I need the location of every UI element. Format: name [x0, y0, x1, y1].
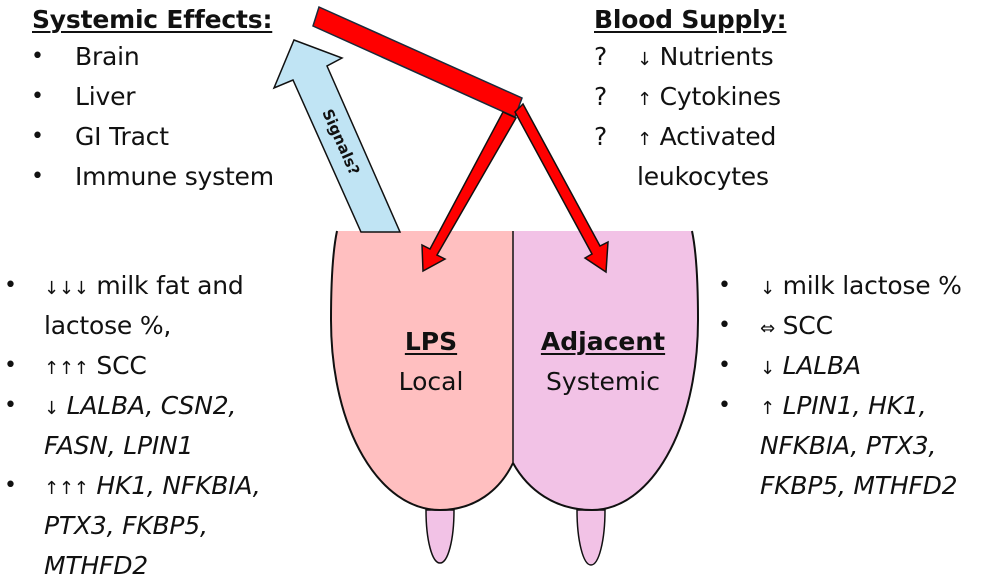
direction-arrow-icon: ↑ — [637, 89, 652, 110]
lps-label: LPS Local — [370, 322, 492, 402]
bullet-icon: • — [4, 273, 17, 298]
bullet-icon: • — [718, 353, 731, 378]
lps-effect-item: ↓↓↓ milk fat and — [44, 266, 244, 309]
lps-effect-item: ↓ LALBA, CSN2, — [44, 386, 236, 429]
uncertain-marker: ? — [594, 82, 608, 111]
adjacent-effect-item: ↑ LPIN1, HK1, — [760, 386, 927, 429]
adjacent-effect-text: SCC — [774, 311, 833, 340]
uncertain-marker: ? — [594, 122, 608, 151]
systemic-effects-heading: Systemic Effects: — [32, 5, 273, 34]
blood-supply-item-text: Activated — [651, 122, 777, 151]
systemic-effect-item: Brain — [75, 42, 140, 71]
bullet-icon: • — [31, 44, 44, 69]
blood-supply-item-text: Cytokines — [651, 82, 781, 111]
adjacent-effect-text: LALBA — [774, 351, 861, 380]
lps-quarter-outline — [329, 230, 514, 512]
systemic-effect-item: Immune system — [75, 162, 274, 191]
bullet-icon: • — [4, 473, 17, 498]
direction-arrow-icon: ↓ — [760, 278, 775, 299]
lps-effect-item: ↑↑↑ HK1, NFKBIA, — [44, 466, 261, 509]
blood-supply-item: ↑ Activated — [637, 117, 776, 160]
lps-effect-text: HK1, NFKBIA, — [88, 471, 261, 500]
adjacent-effect-continuation: FKBP5, MTHFD2 — [760, 471, 958, 500]
blood-supply-item-continuation: leukocytes — [637, 162, 769, 191]
adjacent-effect-item: ↓ milk lactose % — [760, 266, 962, 309]
lps-effect-text: SCC — [88, 351, 147, 380]
direction-arrow-icon: ↑↑↑ — [44, 358, 89, 379]
direction-arrow-icon: ↑ — [760, 398, 775, 419]
blood-supply-item-text: Nutrients — [651, 42, 774, 71]
adjacent-quarter — [513, 231, 698, 510]
lps-subtitle: Local — [398, 367, 464, 396]
adjacent-quarter-outline — [512, 230, 700, 512]
lps-quarter — [331, 231, 513, 510]
lps-effect-text: LALBA, CSN2, — [58, 391, 237, 420]
bullet-icon: • — [31, 164, 44, 189]
adjacent-effect-item: ↓ LALBA — [760, 346, 861, 389]
lps-effect-continuation: PTX3, FKBP5, — [44, 511, 208, 540]
bullet-icon: • — [31, 84, 44, 109]
adjacent-effect-text: LPIN1, HK1, — [774, 391, 927, 420]
bullet-icon: • — [4, 353, 17, 378]
adjacent-teat — [576, 509, 606, 566]
signal-arrow — [272, 39, 402, 233]
lps-effect-continuation: lactose %, — [44, 311, 172, 340]
adjacent-effect-continuation: NFKBIA, PTX3, — [760, 431, 937, 460]
direction-arrow-icon: ↓↓↓ — [44, 278, 89, 299]
direction-arrow-icon: ↓ — [44, 398, 59, 419]
blood-supply-item: ↑ Cytokines — [637, 77, 781, 120]
lps-teat — [425, 509, 455, 564]
lps-effect-continuation: FASN, LPIN1 — [44, 431, 194, 460]
adjacent-effect-text: milk lactose % — [774, 271, 962, 300]
blood-supply-bar — [312, 5, 523, 119]
direction-arrow-icon: ↓ — [760, 358, 775, 379]
red-arrow-to-adjacent — [514, 102, 609, 274]
blood-supply-heading: Blood Supply: — [594, 5, 787, 34]
adjacent-title: Adjacent — [540, 327, 666, 356]
lps-effect-continuation: MTHFD2 — [44, 551, 148, 580]
bullet-icon: • — [31, 124, 44, 149]
direction-arrow-icon: ↑ — [637, 129, 652, 150]
lps-effect-text: milk fat and — [88, 271, 244, 300]
systemic-effect-item: Liver — [75, 82, 136, 111]
red-arrow-to-lps — [421, 111, 518, 273]
systemic-effect-item: GI Tract — [75, 122, 169, 151]
bullet-icon: • — [718, 313, 731, 338]
direction-arrow-icon: ⇔ — [760, 318, 775, 339]
adjacent-label: Adjacent Systemic — [523, 322, 683, 402]
direction-arrow-icon: ↓ — [637, 49, 652, 70]
direction-arrow-icon: ↑↑↑ — [44, 478, 89, 499]
lps-title: LPS — [404, 327, 458, 356]
adjacent-subtitle: Systemic — [546, 367, 660, 396]
lps-effect-item: ↑↑↑ SCC — [44, 346, 147, 389]
bullet-icon: • — [718, 273, 731, 298]
uncertain-marker: ? — [594, 42, 608, 71]
bullet-icon: • — [718, 393, 731, 418]
blood-supply-item: ↓ Nutrients — [637, 37, 774, 80]
adjacent-effect-item: ⇔ SCC — [760, 306, 833, 349]
bullet-icon: • — [4, 393, 17, 418]
